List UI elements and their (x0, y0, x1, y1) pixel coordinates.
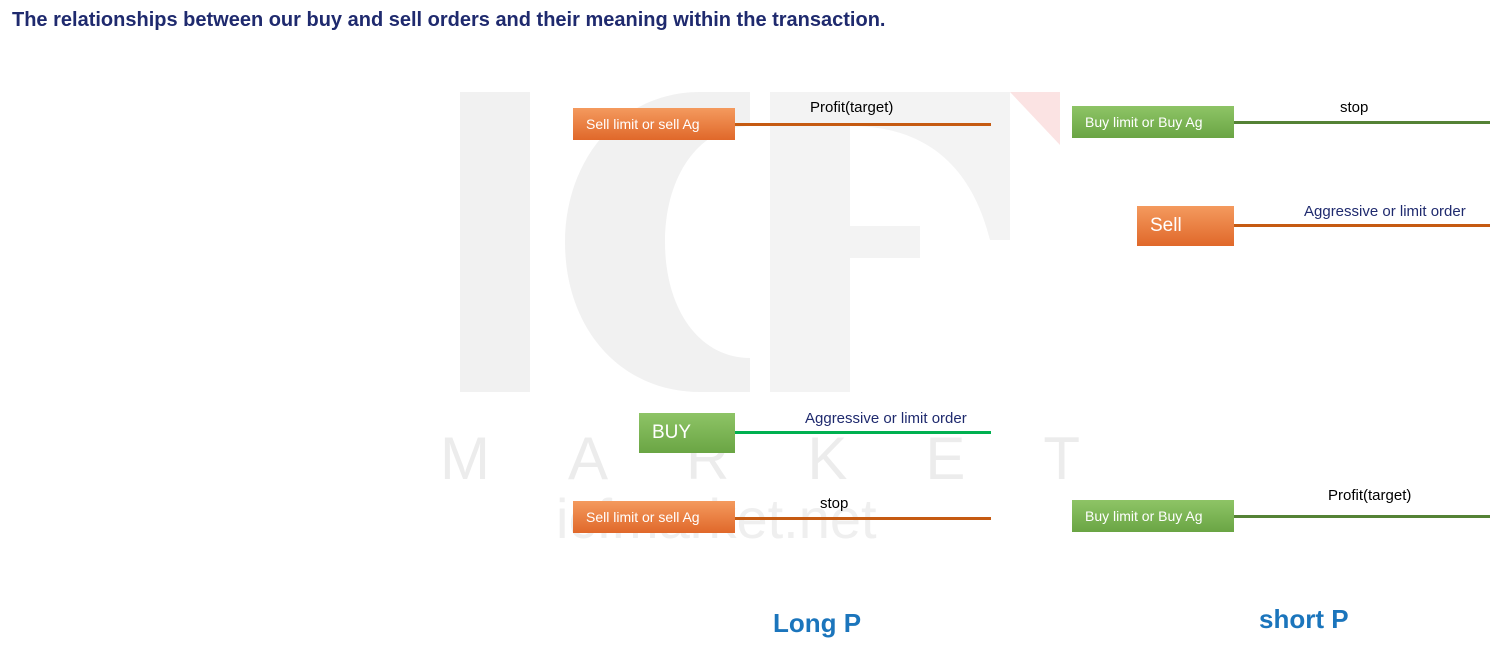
long-entry-line (735, 431, 991, 434)
short-entry-sell-box: Sell (1137, 206, 1234, 246)
page-title: The relationships between our buy and se… (12, 9, 886, 31)
short-entry-label: Aggressive or limit order (1304, 203, 1466, 220)
short-target-label: Profit(target) (1328, 487, 1412, 504)
short-stop-label: stop (1340, 99, 1369, 116)
long-target-order-box: Sell limit or sell Ag (573, 108, 735, 140)
long-position-caption: Long P (773, 608, 862, 638)
short-stop-line (1234, 121, 1490, 124)
short-position-caption: short P (1259, 604, 1349, 634)
short-entry-line (1234, 224, 1490, 227)
watermark-logo (460, 92, 1060, 392)
short-stop-order-box: Buy limit or Buy Ag (1072, 106, 1234, 138)
long-stop-label: stop (820, 495, 849, 512)
watermark-letter: T (1043, 425, 1080, 492)
watermark-letter: E (925, 425, 966, 492)
long-stop-line (735, 517, 991, 520)
long-entry-label: Aggressive or limit order (805, 410, 967, 427)
long-entry-buy-box: BUY (639, 413, 735, 453)
watermark-letter: K (807, 425, 848, 492)
watermark-letters: M A R K E T (440, 424, 1080, 493)
short-target-order-box: Buy limit or Buy Ag (1072, 500, 1234, 532)
watermark-letter: A (567, 425, 608, 492)
long-stop-order-box: Sell limit or sell Ag (573, 501, 735, 533)
long-target-label: Profit(target) (810, 99, 894, 116)
long-target-line (735, 123, 991, 126)
watermark-letter: M (440, 425, 490, 492)
short-target-line (1234, 515, 1490, 518)
